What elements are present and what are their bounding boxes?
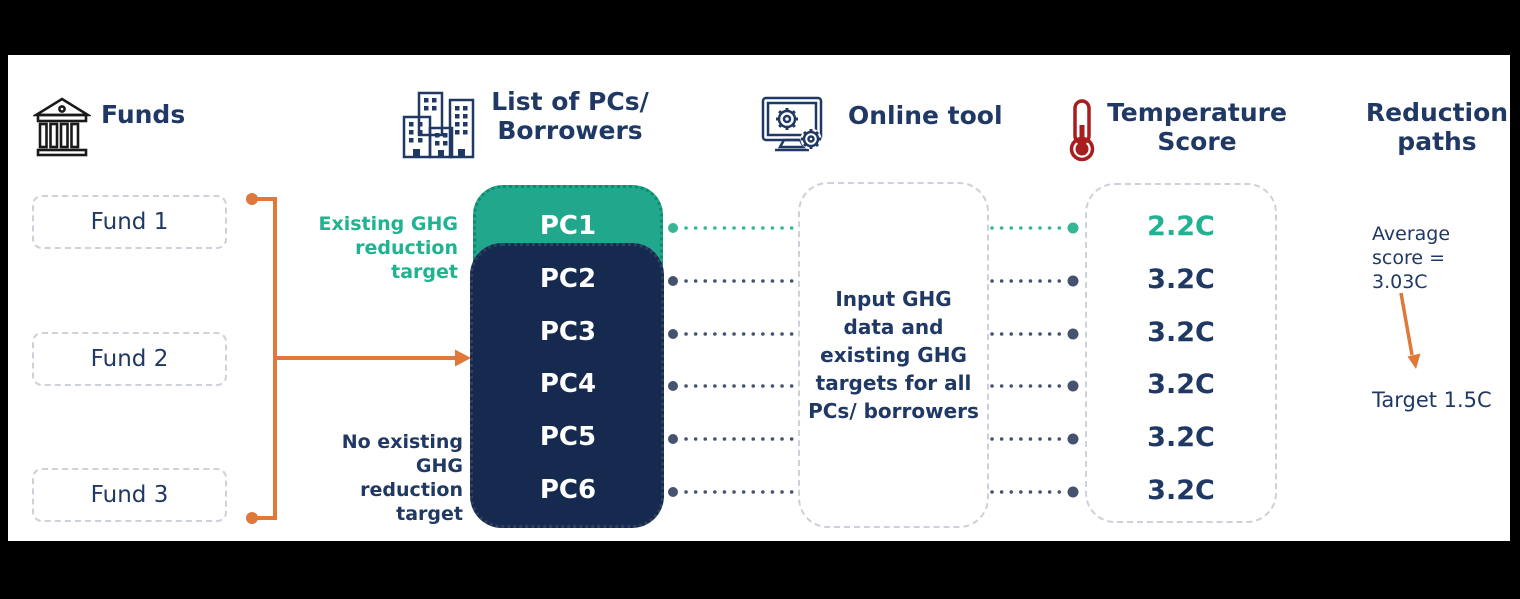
pc-label: PC6 [539,475,597,505]
score-value: 3.2C [1147,475,1215,506]
monitor-gears-icon [761,96,823,152]
no-existing-ghg-label: No existing GHG reduction target [341,431,463,525]
score-value: 3.2C [1147,317,1215,348]
fund-1-box: Fund 1 [32,195,227,249]
paths-column-title: Reduction paths [1365,98,1509,156]
pc-label: PC5 [539,422,597,452]
fund-3-label: Fund 3 [90,482,169,508]
thermometer-icon [1069,99,1095,162]
score-value: 3.2C [1147,369,1215,400]
score-value: 2.2C [1147,211,1215,242]
online-tool-box: Input GHG data and existing GHG targets … [798,182,989,528]
fund-1-label: Fund 1 [90,209,169,235]
tool-column-title: Online tool [848,101,1003,130]
bank-icon [33,97,91,157]
score-value: 3.2C [1147,264,1215,295]
existing-ghg-label: Existing GHG reduction target [318,213,459,283]
temperature-score-box [1085,183,1277,523]
gear-icon [800,128,822,150]
gear-icon [776,108,798,130]
pc-label: PC2 [539,264,597,294]
funds-column-title: Funds [101,100,186,129]
target-label: Target 1.5C [1372,388,1492,412]
pc-no-target-box [470,243,664,528]
score-value: 3.2C [1147,422,1215,453]
average-score-label: Average score = 3.03C [1372,223,1451,293]
pc-label: PC1 [539,211,597,241]
buildings-icon [402,91,475,159]
pc-label: PC3 [539,317,597,347]
fund-3-box: Fund 3 [32,468,227,522]
fund-2-box: Fund 2 [32,332,227,386]
fund-2-label: Fund 2 [90,346,169,372]
score-column-title: Temperature Score [1107,98,1287,156]
list-column-title: List of PCs/ Borrowers [491,87,649,145]
online-tool-box-text: Input GHG data and existing GHG targets … [808,287,979,423]
pc-label: PC4 [539,369,597,399]
